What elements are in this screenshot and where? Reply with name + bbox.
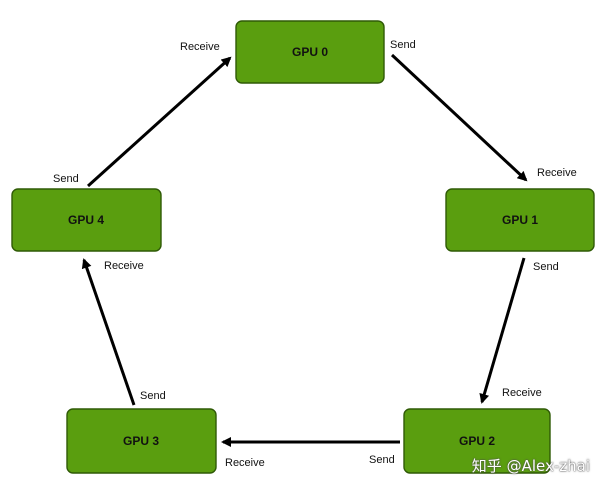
node-gpu2: GPU 2 [403,408,551,474]
send-label-gpu1: Send [533,261,559,273]
send-label-gpu4: Send [53,173,79,185]
send-label-gpu0: Send [390,39,416,51]
node-gpu0: GPU 0 [235,20,385,84]
receive-label-gpu4: Receive [104,260,144,272]
send-label-gpu2: Send [369,454,395,466]
arrow-gpu3-to-gpu4 [81,258,136,406]
node-gpu3: GPU 3 [66,408,217,474]
send-label-gpu3: Send [140,390,166,402]
receive-label-gpu0: Receive [180,41,220,53]
node-label-gpu4: GPU 4 [68,213,104,227]
arrow-gpu0-to-gpu1 [390,53,528,182]
receive-label-gpu1: Receive [537,167,577,179]
watermark: 知乎 @Alex-zhai [471,457,590,475]
arrow-gpu1-to-gpu2 [479,257,526,404]
arrow-gpu4-to-gpu0 [86,56,232,188]
node-label-gpu0: GPU 0 [292,45,328,59]
node-label-gpu1: GPU 1 [502,213,538,227]
node-gpu1: GPU 1 [445,188,595,252]
receive-label-gpu3: Receive [225,457,265,469]
node-gpu4: GPU 4 [11,188,162,252]
node-label-gpu3: GPU 3 [123,434,159,448]
receive-label-gpu2: Receive [502,387,542,399]
node-label-gpu2: GPU 2 [459,434,495,448]
